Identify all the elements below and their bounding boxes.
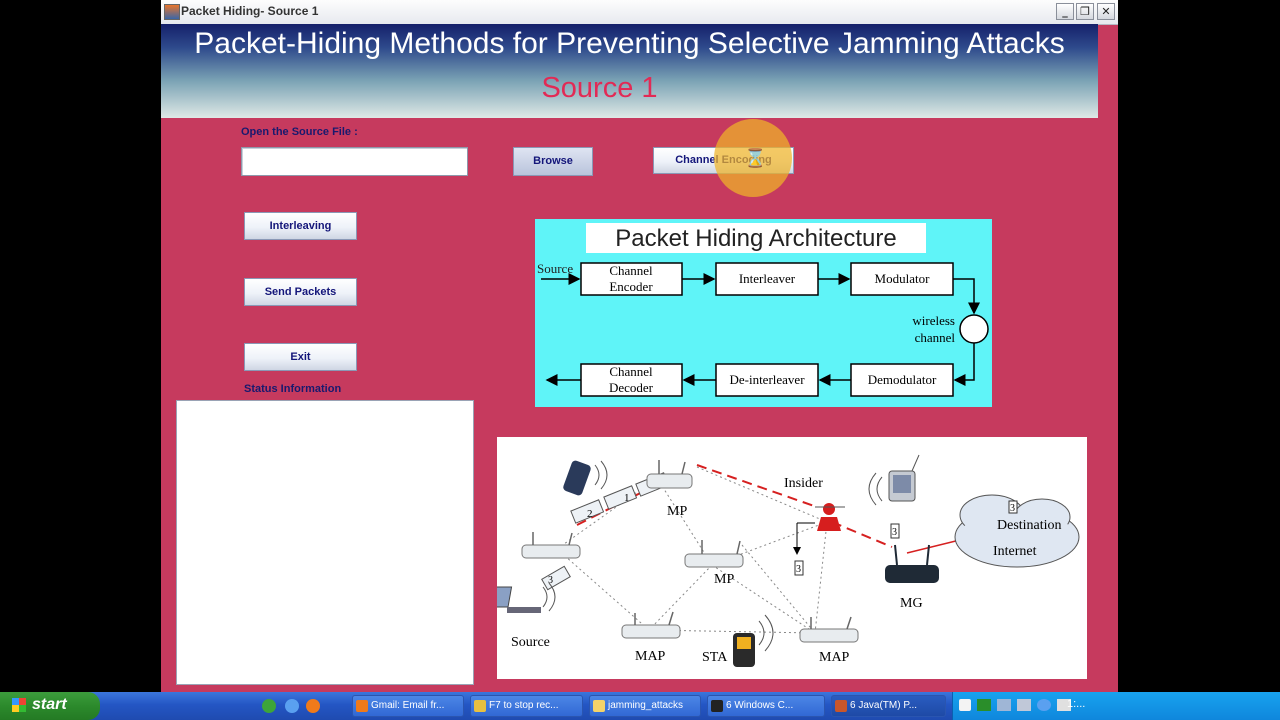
mesh-access-point-icon xyxy=(799,628,859,643)
insider-attacker-icon xyxy=(815,503,845,531)
windows-logo-icon xyxy=(12,698,26,712)
tray-icon[interactable] xyxy=(977,699,991,711)
destination-label: Destination xyxy=(997,518,1062,533)
tray-icon[interactable] xyxy=(1037,699,1051,711)
clock[interactable]: 1:... xyxy=(1067,698,1086,710)
internet-cloud xyxy=(954,494,1080,568)
header-banner: Packet-Hiding Methods for Preventing Sel… xyxy=(161,24,1098,118)
tray-icon[interactable] xyxy=(1057,699,1071,711)
status-text-area[interactable] xyxy=(176,400,474,685)
maximize-button[interactable]: ❐ xyxy=(1076,3,1094,20)
page-subtitle: Source 1 xyxy=(541,72,658,104)
packet-3-source: 3 xyxy=(548,575,553,586)
close-button[interactable]: ✕ xyxy=(1097,3,1115,20)
arch-source-label: Source xyxy=(537,261,573,276)
modulator-box xyxy=(850,262,954,296)
packet-1: 1 xyxy=(624,492,630,504)
hourglass-icon: ⌛ xyxy=(744,148,767,168)
demodulator-label: Demodulator xyxy=(868,372,937,387)
channel-encoder-line1: Channel xyxy=(609,263,653,278)
taskbar-item-windows-cmd[interactable]: 6 Windows C... xyxy=(707,695,825,717)
firefox-icon[interactable] xyxy=(306,699,320,713)
mesh-point-router-icon xyxy=(684,553,744,568)
send-packets-button[interactable]: Send Packets xyxy=(244,278,357,306)
mesh-access-point-icon xyxy=(621,624,681,639)
taskbar-item-gmail[interactable]: Gmail: Email fr... xyxy=(352,695,464,717)
ie-icon[interactable] xyxy=(285,699,299,713)
status-information-label: Status Information xyxy=(244,383,342,395)
channel-label: channel xyxy=(915,330,956,345)
taskbar-item-java[interactable]: 6 Java(TM) P... xyxy=(831,695,946,717)
start-button[interactable]: start xyxy=(0,692,100,720)
open-source-file-label: Open the Source File : xyxy=(241,126,358,138)
cursor-highlight xyxy=(714,119,792,197)
page-title: Packet-Hiding Methods for Preventing Sel… xyxy=(194,27,1065,60)
interleaver-label: Interleaver xyxy=(739,271,796,286)
taskbar-item-recorder[interactable]: F7 to stop rec... xyxy=(470,695,583,717)
packet-stream xyxy=(541,472,670,591)
java-icon xyxy=(164,4,180,20)
phone-icon xyxy=(563,460,591,496)
mp-label-2: MP xyxy=(714,572,734,587)
taskbar-item-folder[interactable]: jamming_attacks xyxy=(589,695,701,717)
packet-3-insider: 3 xyxy=(796,564,801,575)
channel-decoder-line2: Decoder xyxy=(609,380,654,395)
window-titlebar[interactable]: Packet Hiding- Source 1 _ ❐ ✕ xyxy=(161,0,1118,25)
jamming-path xyxy=(576,464,893,548)
deinterleaver-label: De-interleaver xyxy=(729,372,805,387)
pda-icon xyxy=(888,454,920,502)
taskbar: start Gmail: Email fr... F7 to stop rec.… xyxy=(0,692,1280,720)
quicklaunch-icon[interactable] xyxy=(262,699,276,713)
source-file-input[interactable] xyxy=(241,147,468,176)
help-icon[interactable] xyxy=(959,699,971,711)
mp-label-1: MP xyxy=(667,504,687,519)
arch-title: Packet Hiding Architecture xyxy=(615,225,896,252)
packet-2: 2 xyxy=(587,508,593,520)
modulator-label: Modulator xyxy=(875,271,931,286)
app-window: Packet Hiding- Source 1 _ ❐ ✕ Packet-Hid… xyxy=(161,0,1118,692)
architecture-diagram: Packet Hiding Architecture Source Channe… xyxy=(535,219,992,407)
mg-label: MG xyxy=(900,596,923,611)
packet-3-mg: 3 xyxy=(892,527,897,538)
window-title: Packet Hiding- Source 1 xyxy=(181,4,319,18)
wireless-label: wireless xyxy=(912,313,955,328)
map-label-1: MAP xyxy=(635,649,666,664)
insider-label: Insider xyxy=(784,476,823,491)
channel-decoder-line1: Channel xyxy=(609,364,653,379)
start-label: start xyxy=(32,696,67,713)
internet-label: Internet xyxy=(993,544,1037,559)
demodulator-box xyxy=(850,363,954,397)
mesh-gateway-router-icon xyxy=(885,544,939,583)
interleaving-button[interactable]: Interleaving xyxy=(244,212,357,240)
network-icon[interactable] xyxy=(997,699,1011,711)
sta-phone-icon xyxy=(733,633,755,667)
sta-label: STA xyxy=(702,650,728,665)
channel-encoder-line2: Encoder xyxy=(609,279,653,294)
map-label-2: MAP xyxy=(819,650,850,665)
packet-3-dest: 3 xyxy=(1010,503,1015,514)
interleaver-box xyxy=(715,262,819,296)
wireless-channel-circle xyxy=(959,314,989,344)
exit-button[interactable]: Exit xyxy=(244,343,357,371)
source-label: Source xyxy=(511,635,550,650)
system-tray: 1:... xyxy=(952,692,1280,720)
tray-icon[interactable] xyxy=(1017,699,1031,711)
laptop-icon xyxy=(497,586,541,613)
router-icon xyxy=(521,544,581,559)
mesh-point-router-icon xyxy=(646,473,693,489)
browse-button[interactable]: Browse xyxy=(513,147,593,176)
arch-title-bg xyxy=(586,223,926,253)
minimize-button[interactable]: _ xyxy=(1056,3,1074,20)
network-diagram: Destination Internet 3 2 1 3 xyxy=(497,437,1087,679)
